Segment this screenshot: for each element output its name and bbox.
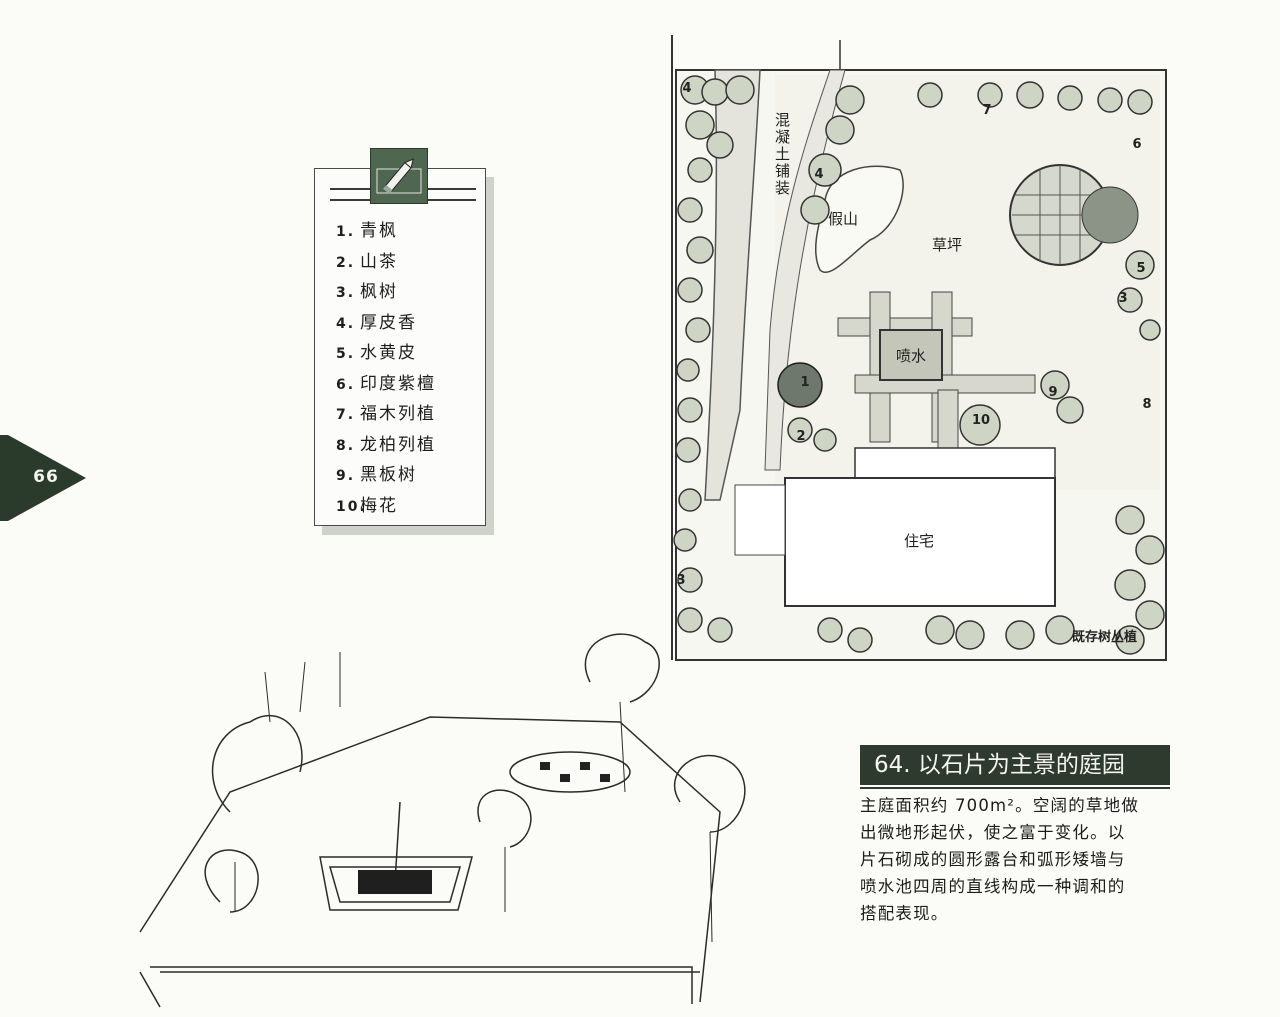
house-label: 住宅 — [904, 532, 935, 550]
legend-item: 5.水黄皮 — [336, 343, 417, 363]
legend-item: 7.福木列植 — [336, 404, 436, 424]
lawn-label: 草坪 — [932, 236, 963, 254]
caption-title: 64. 以石片为主景的庭园 — [860, 745, 1170, 789]
legend-item: 10.梅花 — [336, 495, 398, 516]
plan-marker: 7 — [982, 103, 992, 118]
plan-marker: 2 — [796, 429, 806, 444]
caption-line: 片石砌成的圆形露台和弧形矮墙与 — [860, 850, 1126, 869]
plan-marker: 10 — [971, 413, 991, 428]
plan-marker: 3 — [676, 573, 686, 588]
legend-item: 9.黑板树 — [336, 465, 417, 485]
garden-plan-drawing — [671, 35, 1167, 661]
caption-line: 喷水池四周的直线构成一种调和的 — [860, 877, 1126, 896]
legend-item: 3.枫树 — [336, 282, 398, 302]
plan-marker: 1 — [800, 375, 810, 390]
rockery-label: 假山 — [828, 210, 859, 228]
caption-line: 出微地形起伏，使之富于变化。以 — [860, 823, 1126, 842]
plant-legend-card — [314, 168, 486, 526]
page-number-tab — [0, 435, 90, 521]
plan-marker: 5 — [1136, 261, 1146, 276]
plan-marker: 3 — [1118, 291, 1128, 306]
legend-item: 1.青枫 — [336, 221, 398, 241]
caption-line: 主庭面积约 700m²。空阔的草地做 — [860, 796, 1140, 815]
pencil-icon — [370, 148, 428, 204]
page-number: 66 — [33, 467, 59, 487]
legend-item: 8.龙柏列植 — [336, 434, 436, 455]
legend-item: 2.山茶 — [336, 251, 398, 272]
fountain-label: 喷水 — [896, 347, 927, 365]
concrete-paving-label: 混凝土铺装 — [773, 112, 791, 197]
legend-item: 6.印度紫檀 — [336, 373, 436, 394]
caption-line: 搭配表现。 — [860, 904, 949, 923]
caption-text: 主庭面积约 700m²。空阔的草地做 出微地形起伏，使之富于变化。以 片石砌成的… — [860, 792, 1204, 927]
garden-perspective-sketch — [139, 633, 746, 1008]
plan-marker: 8 — [1142, 397, 1152, 412]
plant-legend-list: 1.青枫 2.山茶 3.枫树 4.厚皮香 5.水黄皮 6.印度紫檀 7.福木列植… — [336, 216, 436, 521]
plan-marker: 9 — [1048, 385, 1058, 400]
plan-marker: 6 — [1132, 137, 1142, 152]
plan-marker: 4 — [814, 167, 824, 182]
legend-item: 4.厚皮香 — [336, 312, 417, 333]
existing-trees-label: 既存树丛植 — [1072, 630, 1138, 645]
plan-marker: 4 — [682, 81, 692, 96]
